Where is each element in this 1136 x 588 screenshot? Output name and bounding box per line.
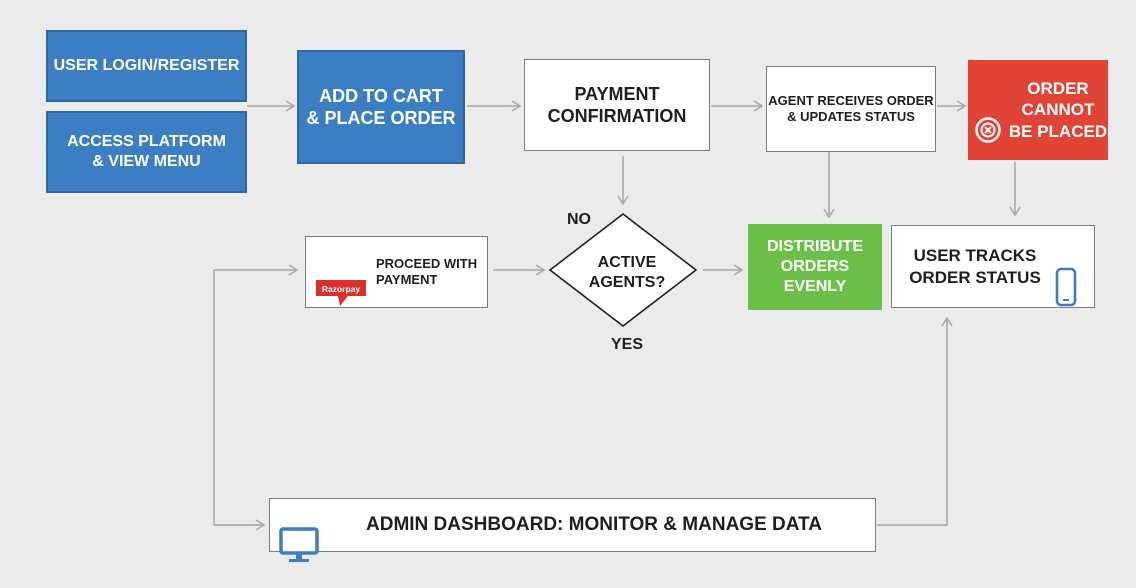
decision-diamond	[548, 212, 698, 328]
distribute-orders-box: DISTRIBUTE ORDERS EVENLY	[748, 224, 882, 310]
add-to-cart-box: ADD TO CART & PLACE ORDER	[297, 50, 465, 164]
yes-label: YES	[611, 336, 644, 353]
admin-dashboard-label: ADMIN DASHBOARD: MONITOR & MANAGE DATA	[366, 514, 822, 536]
payment-logo-text: Razorpay	[322, 284, 361, 294]
proceed-with-payment-box: Razorpay PROCEED WITH PAYMENT	[305, 236, 488, 308]
order-cannot-be-placed-label: ORDER CANNOT BE PLACED	[1008, 79, 1108, 141]
no-label: NO	[567, 211, 591, 228]
monitor-icon	[278, 506, 320, 562]
user-tracks-order-box: USER TRACKS ORDER STATUS	[891, 225, 1095, 308]
payment-confirmation-box: PAYMENT CONFIRMATION	[524, 59, 710, 151]
mobile-phone-icon	[1055, 247, 1077, 306]
arrow-loop-to-proceed	[213, 264, 299, 526]
admin-dashboard-box: ADMIN DASHBOARD: MONITOR & MANAGE DATA	[269, 498, 876, 562]
cancel-circle-icon	[974, 96, 1002, 143]
access-platform-box: ACCESS PLATFORM & VIEW MENU	[46, 111, 247, 193]
user-login-register-box: USER LOGIN/REGISTER	[46, 30, 247, 102]
arrow-admin-to-tracks	[877, 316, 953, 526]
proceed-with-payment-label: PROCEED WITH PAYMENT	[376, 255, 478, 287]
user-tracks-order-label: USER TRACKS ORDER STATUS	[909, 246, 1041, 287]
active-agents-decision-label: ACTIVE AGENTS?	[588, 254, 666, 291]
agent-receives-order-box: AGENT RECEIVES ORDER & UPDATES STATUS	[766, 66, 936, 152]
order-cannot-be-placed-box: ORDER CANNOT BE PLACED	[968, 60, 1108, 160]
payment-logo-icon: Razorpay	[314, 256, 368, 306]
